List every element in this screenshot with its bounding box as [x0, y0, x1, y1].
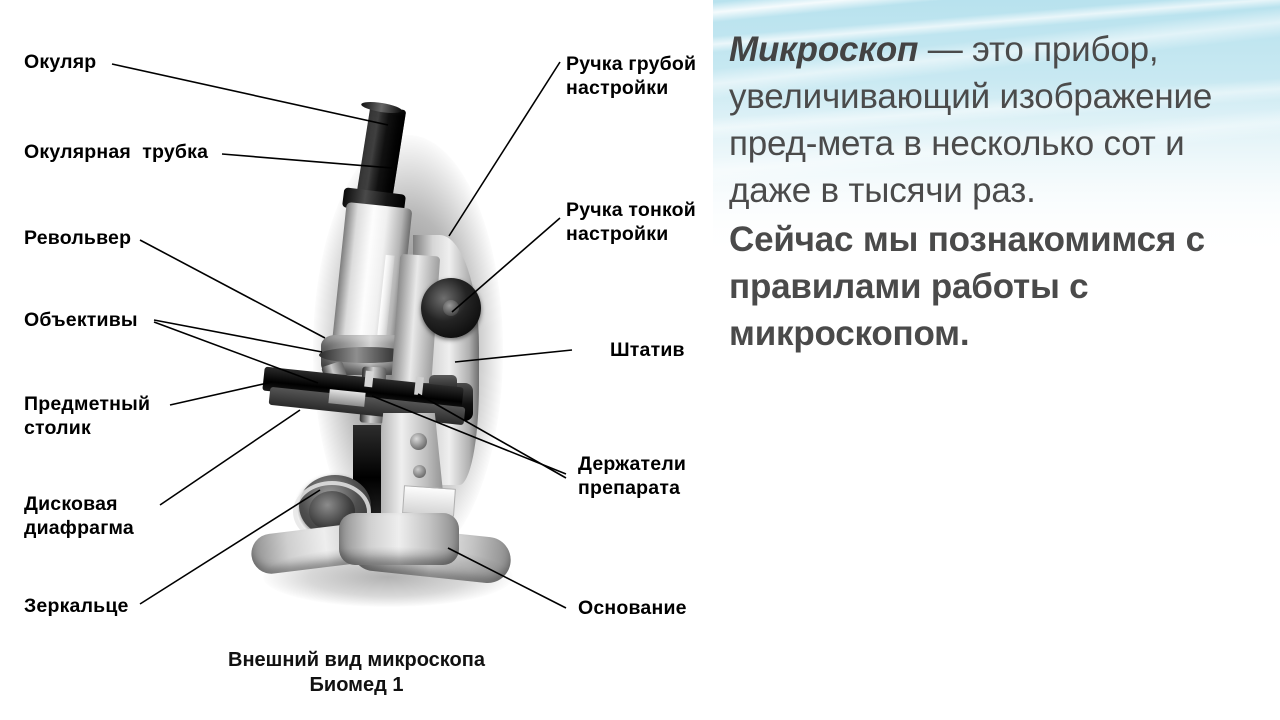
leader-mirror: [139, 489, 321, 605]
leader-clips-1: [371, 395, 567, 475]
label-slide-clips: Держатели препарата: [578, 453, 687, 499]
leader-eyepiece-tube: [221, 153, 393, 169]
leader-coarse-knob: [448, 61, 561, 237]
term-microscope: Микроскоп: [729, 30, 919, 69]
leader-fine-knob: [451, 217, 561, 313]
diagram-caption-line2: Биомед 1: [309, 674, 404, 696]
label-revolver: Револьвер: [24, 227, 132, 249]
pillar-knob-2: [413, 465, 426, 478]
paragraph-definition: Микроскоп — это прибор, увеличивающий из…: [729, 26, 1274, 214]
background-wash: [713, 0, 1280, 260]
label-eyepiece: Окуляр: [24, 51, 97, 73]
revolver-ring: [319, 347, 413, 363]
paragraph-next-steps: Сейчас мы познакомимся с правилами работ…: [729, 220, 1205, 353]
leader-diaphragm: [159, 409, 301, 506]
label-stand: Штатив: [610, 339, 685, 361]
label-stage: Предметный столик: [24, 393, 151, 439]
label-mirror: Зеркальце: [24, 595, 129, 617]
label-diaphragm: Дисковая диафрагма: [24, 493, 134, 539]
label-objectives: Объективы: [24, 309, 138, 331]
label-base: Основание: [578, 597, 687, 619]
leader-eyepiece: [111, 63, 389, 126]
label-eyepiece-tube: Окулярная трубка: [24, 141, 209, 163]
leader-revolver: [139, 239, 326, 339]
leader-lines: [111, 61, 573, 609]
coarse-knob-center: [443, 300, 459, 316]
microscope-diagram: Окуляр Окулярная трубка Револьвер Объект…: [24, 51, 697, 696]
definition-rest: — это прибор, увеличивающий изображение …: [729, 30, 1213, 210]
base-center: [339, 513, 459, 565]
leader-stand: [454, 349, 573, 363]
diagram-caption-line1: Внешний вид микроскопа: [228, 649, 485, 671]
leader-base: [447, 547, 567, 609]
label-coarse-knob: Ручка грубой настройки: [566, 53, 697, 99]
text-panel: Микроскоп — это прибор, увеличивающий из…: [713, 0, 1280, 720]
leader-objectives-1: [153, 319, 323, 353]
leader-stage: [169, 381, 273, 406]
leader-clips-2: [417, 393, 567, 479]
paragraph-container: Микроскоп — это прибор, увеличивающий из…: [729, 26, 1274, 357]
leader-objectives-2: [153, 321, 319, 384]
pillar-knob-1: [410, 433, 427, 450]
label-fine-knob: Ручка тонкой настройки: [566, 199, 696, 245]
